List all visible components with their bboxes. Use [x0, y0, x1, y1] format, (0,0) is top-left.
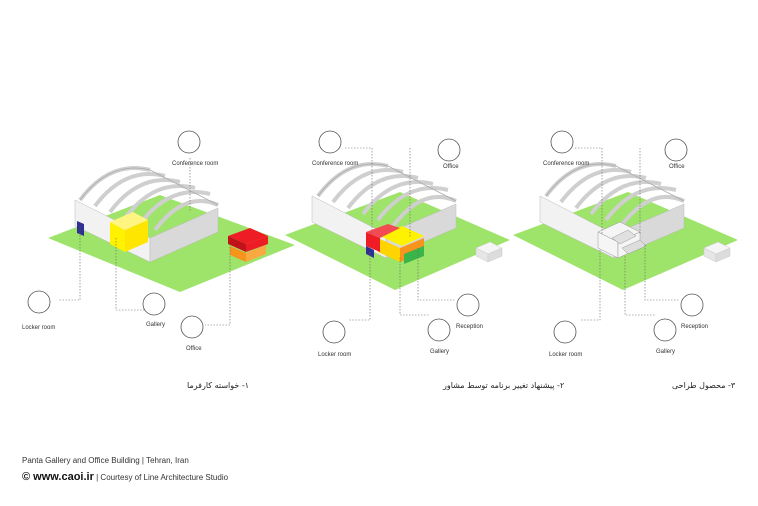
caption-3: ۳- محصول طراحی: [672, 381, 736, 390]
label-gallery: Gallery: [146, 322, 165, 328]
office-block-red: [228, 228, 268, 244]
office-icon: [664, 138, 688, 162]
gallery-block: [110, 222, 125, 252]
conference-icon: [550, 130, 574, 154]
label-conference: Conference room: [543, 161, 589, 167]
locker-icon: [27, 290, 51, 314]
office-block-orange: [230, 246, 246, 262]
green-block: [404, 246, 424, 264]
label-gallery: Gallery: [430, 349, 449, 355]
label-conference: Conference room: [312, 161, 358, 167]
footer-credit: | Courtesy of Line Architecture Studio: [96, 473, 229, 482]
diagram-2: Conference room Office Locker room Galle…: [285, 130, 564, 390]
label-office: Office: [186, 346, 202, 352]
locker-icon: [322, 320, 346, 344]
label-locker: Locker room: [22, 325, 55, 331]
label-locker: Locker room: [318, 352, 351, 358]
office-icon: [180, 315, 204, 339]
locker-icon: [553, 320, 577, 344]
label-gallery: Gallery: [656, 349, 675, 355]
office-block-red: [366, 232, 380, 252]
label-locker: Locker room: [549, 352, 582, 358]
interior-structure: [597, 221, 647, 259]
reception-icon: [456, 293, 480, 317]
diagram-3: Conference room Office Locker room Galle…: [513, 130, 738, 390]
gallery-icon: [653, 318, 677, 342]
office-icon: [437, 138, 461, 162]
label-reception: Reception: [681, 324, 708, 330]
reception-icon: [680, 293, 704, 317]
conference-icon: [177, 130, 201, 154]
label-office: Office: [443, 164, 459, 170]
footer-credit-line: © www.caoi.ir | Courtesy of Line Archite…: [22, 471, 228, 483]
label-office: Office: [669, 164, 685, 170]
building-front-wall: [149, 207, 219, 263]
footer-site[interactable]: © www.caoi.ir: [22, 471, 94, 483]
label-conference: Conference room: [172, 161, 218, 167]
gallery-icon: [427, 318, 451, 342]
footer-project: Panta Gallery and Office Building | Tehr…: [22, 456, 189, 465]
conference-icon: [318, 130, 342, 154]
diagram-1: Conference room Locker room Gallery Offi…: [22, 130, 295, 390]
label-reception: Reception: [456, 324, 483, 330]
caption-1: ۱- خواسته کارفرما: [187, 381, 249, 390]
locker-block: [77, 221, 84, 236]
gallery-icon: [142, 292, 166, 316]
caption-2: ۲- پیشنهاد تغییر برنامه توسط مشاور: [442, 381, 564, 390]
